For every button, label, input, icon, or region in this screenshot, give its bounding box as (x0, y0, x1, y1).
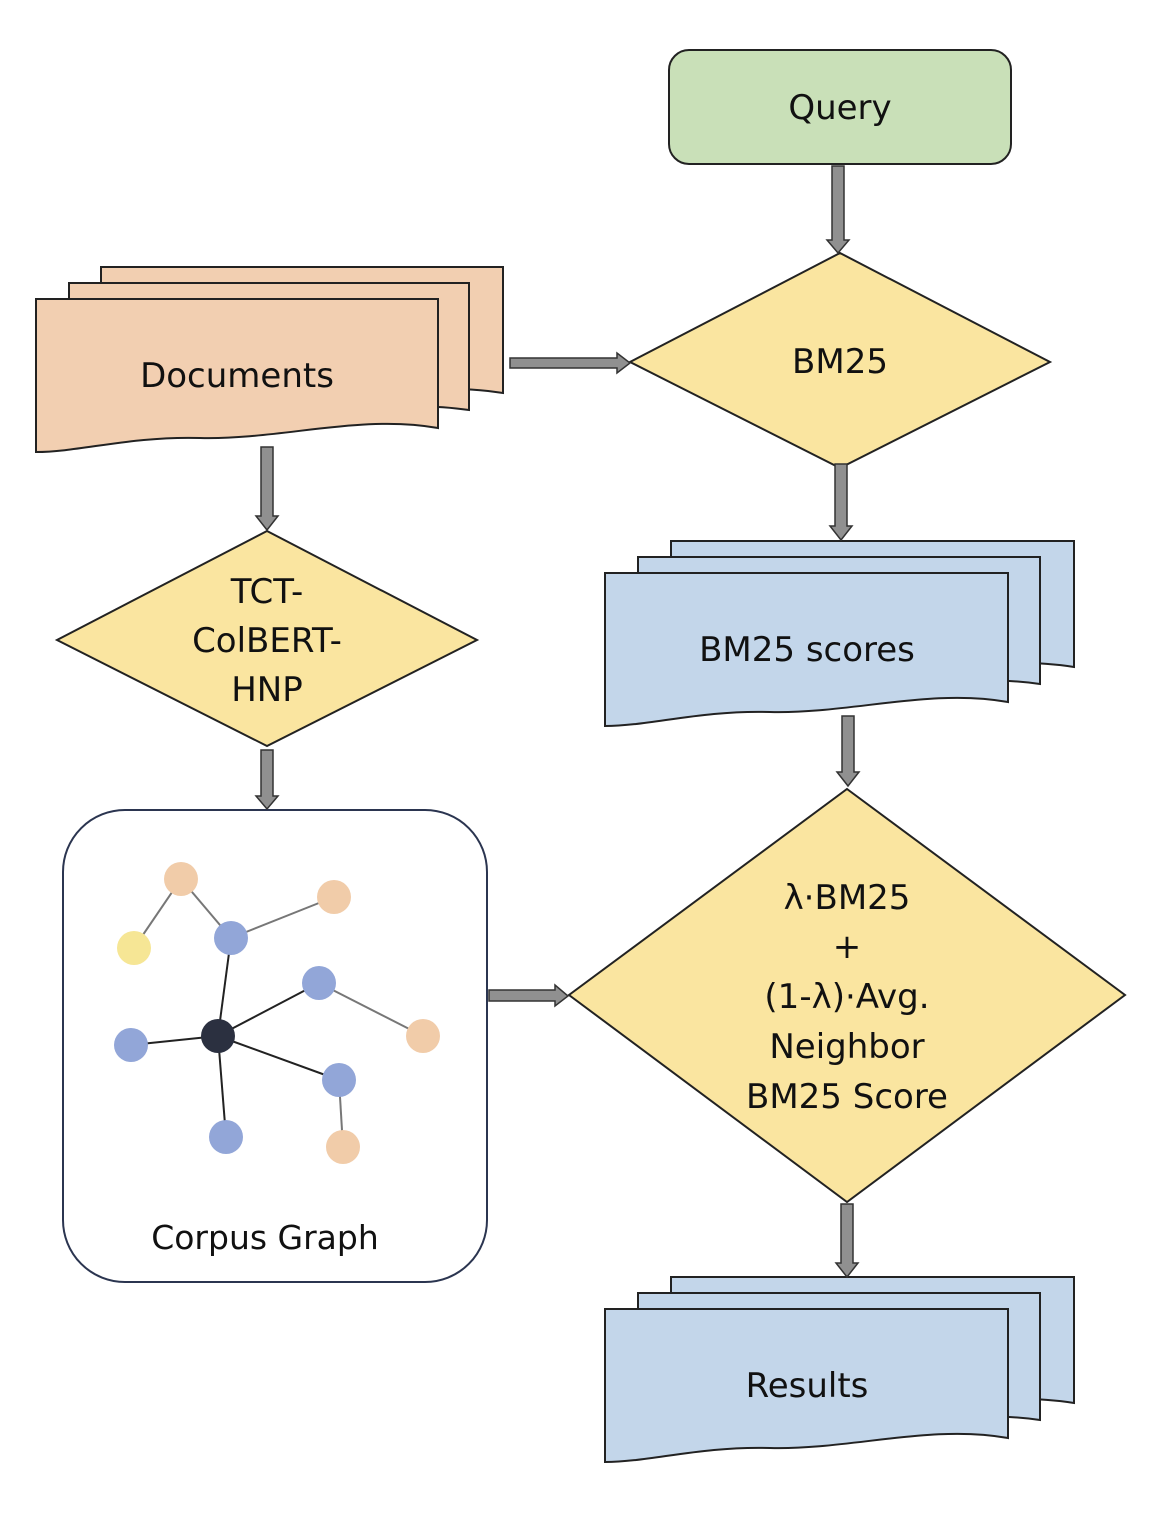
arrow-scores-to-combine (835, 715, 861, 788)
graph-node-peach (326, 1130, 360, 1164)
corpus-graph-box (62, 809, 488, 1283)
corpus-graph-node: Corpus Graph (62, 809, 488, 1283)
bm25-label: BM25 (792, 342, 888, 382)
graph-edge (230, 896, 335, 939)
query-label: Query (788, 88, 891, 128)
combine-node: λ·BM25 + (1-λ)·Avg. Neighbor BM25 Score (567, 787, 1127, 1204)
documents-label: Documents (140, 356, 334, 396)
bm25-node: BM25 (627, 251, 1053, 470)
graph-node-peach (317, 880, 351, 914)
results-label: Results (746, 1366, 869, 1406)
graph-node-yellow (117, 931, 151, 965)
graph-node-peach (164, 862, 198, 896)
combine-label-line-3: (1-λ)·Avg. (764, 977, 929, 1017)
arrow-documents-to-bm25 (509, 351, 632, 375)
tct-label-line-1: TCT- (230, 572, 303, 612)
graph-edge (217, 1035, 340, 1081)
graph-node-blue (302, 966, 336, 1000)
tct-colbert-diamond (54, 529, 480, 748)
documents-front-sheet (35, 298, 439, 454)
query-box (668, 49, 1012, 165)
combine-label-line-5: BM25 Score (746, 1077, 948, 1117)
graph-node-blue (209, 1120, 243, 1154)
tct-colbert-node: TCT- ColBERT- HNP (54, 529, 480, 748)
documents-node: Documents (35, 266, 504, 454)
results-front-sheet (604, 1308, 1009, 1464)
arrow-query-to-bm25 (825, 165, 851, 255)
results-node: Results (604, 1276, 1075, 1464)
combine-label-line-1: λ·BM25 (784, 878, 911, 918)
combine-diamond (567, 787, 1127, 1204)
bm25-scores-label: BM25 scores (699, 630, 915, 670)
graph-node-center (201, 1019, 235, 1053)
arrow-combine-to-results (834, 1203, 860, 1279)
query-node: Query (668, 49, 1012, 165)
arrow-graph-to-combine (488, 983, 570, 1008)
tct-label-line-3: HNP (231, 670, 303, 710)
graph-node-blue (214, 921, 248, 955)
arrow-bm25-to-scores (828, 463, 854, 542)
tct-label-line-2: ColBERT- (192, 621, 342, 661)
graph-nodes (114, 862, 440, 1164)
corpus-graph-label: Corpus Graph (151, 1218, 379, 1257)
graph-edge (318, 982, 424, 1037)
graph-node-blue (114, 1028, 148, 1062)
combine-label-line-2: + (833, 927, 862, 967)
graph-node-peach (406, 1019, 440, 1053)
arrow-tct-to-graph (254, 749, 280, 811)
bm25-scores-node: BM25 scores (604, 540, 1075, 728)
arrow-documents-to-tct (254, 446, 280, 532)
graph-edge (217, 982, 320, 1037)
graph-node-blue (322, 1063, 356, 1097)
combine-label-line-4: Neighbor (769, 1027, 924, 1067)
bm25-scores-front-sheet (604, 572, 1009, 728)
arrows (254, 165, 861, 1279)
